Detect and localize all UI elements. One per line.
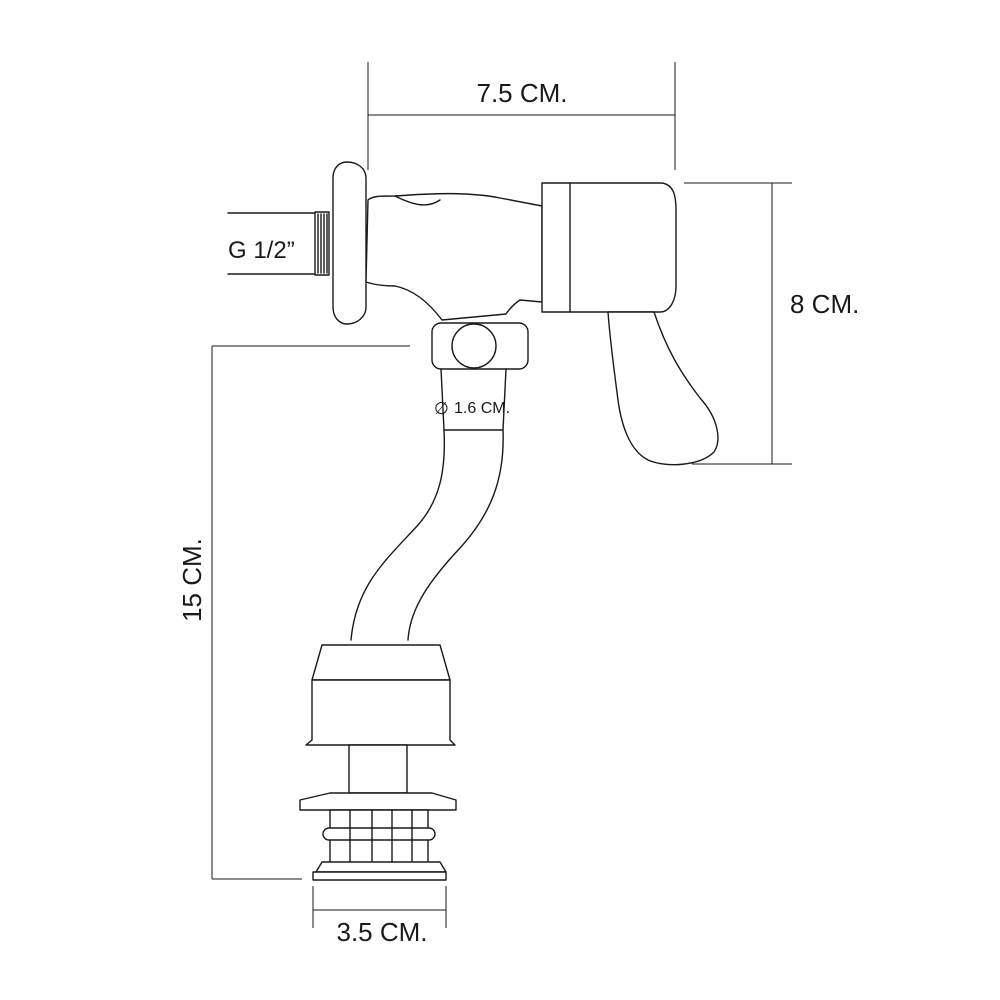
curved-pipe (350, 429, 504, 641)
dimension-left-height: 15 CM. (177, 345, 410, 880)
valve-body (365, 192, 543, 321)
dimension-top-width: 7.5 CM. (367, 62, 676, 170)
thread-rings (317, 213, 328, 274)
dimension-diameter: ∅ 1.6 CM. (434, 399, 510, 418)
dimension-bottom-width: 3.5 CM. (312, 886, 447, 947)
dimension-right-height: 8 CM. (684, 182, 859, 465)
union-nut (431, 322, 529, 370)
dimension-label-right: 8 CM. (790, 289, 859, 319)
lever-handle (607, 311, 719, 466)
dimension-label-top: 7.5 CM. (476, 78, 567, 108)
valve-cap (541, 182, 677, 313)
wall-pipe (227, 211, 330, 276)
dimension-label-bottom: 3.5 CM. (336, 917, 427, 947)
mounting-flange (299, 792, 457, 811)
thread-label: G 1/2” (228, 237, 295, 264)
pipe-neck (440, 368, 507, 431)
outlet-stem (348, 744, 408, 794)
wall-flange (332, 161, 367, 325)
diameter-symbol: ∅ (434, 399, 449, 418)
spud-outlet (312, 809, 447, 881)
dimension-label-left: 15 CM. (177, 538, 207, 622)
dimension-label-diameter: 1.6 CM. (454, 400, 510, 417)
flush-body (305, 644, 456, 746)
